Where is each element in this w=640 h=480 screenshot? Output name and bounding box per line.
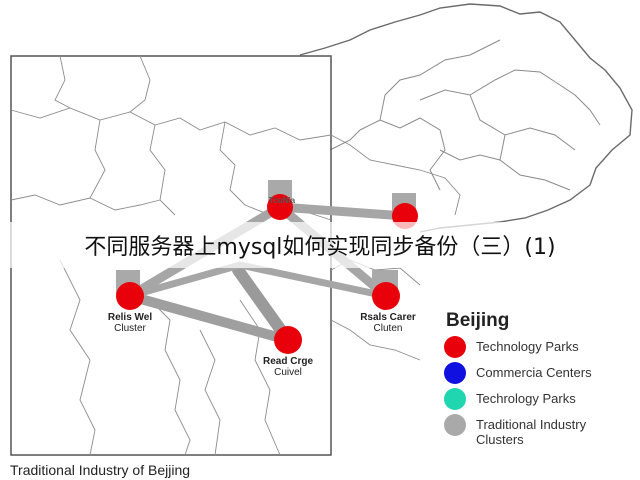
- legend-item: Technology Parks: [444, 336, 640, 358]
- map-legend: Beijing Technology Parks Commercia Cente…: [444, 310, 640, 451]
- cluster-label-line1: Rsals Carer: [360, 312, 416, 323]
- marker-east[interactable]: [372, 282, 400, 310]
- cluster-label-west: Relis Wel Cluster: [80, 312, 180, 334]
- link-west-south: [125, 291, 293, 345]
- title-banner: 不同服务器上mysql如何实现同步备份（三）(1): [0, 222, 640, 268]
- cluster-label-line2: Cluten: [373, 323, 403, 334]
- link-west-mid: [126, 261, 244, 300]
- cluster-label-line1: Read Crge: [262, 356, 313, 367]
- legend-item: Traditional Industry Clusters: [444, 414, 640, 447]
- legend-item: Techrology Parks: [444, 388, 640, 410]
- legend-swatch-red: [444, 336, 466, 358]
- district-lines: [10, 55, 332, 456]
- legend-item-label: Commercia Centers: [476, 365, 592, 380]
- cluster-label-east: Rsals Carer Cluten: [338, 312, 438, 334]
- legend-item-label: Traditional Industry Clusters: [476, 417, 587, 447]
- cluster-label-line2: Cluster: [114, 323, 146, 334]
- link-north-south: [232, 264, 294, 346]
- map-caption: Traditional Industry of Bejjing: [10, 462, 191, 478]
- cluster-label-line1: Relis Wel: [107, 312, 153, 323]
- cluster-label-south: Read Crge Cuivel: [238, 356, 338, 378]
- legend-swatch-grey: [444, 414, 466, 436]
- cluster-label-line1: TcuNia: [268, 196, 296, 205]
- marker-south[interactable]: [274, 326, 302, 354]
- legend-swatch-blue: [444, 362, 466, 384]
- legend-item: Commercia Centers: [444, 362, 640, 384]
- marker-north[interactable]: [267, 194, 293, 220]
- region-outline-east: [329, 39, 601, 191]
- banner-title: 不同服务器上mysql如何实现同步备份（三）(1): [84, 235, 556, 260]
- marker-west[interactable]: [116, 282, 144, 310]
- legend-title: Beijing: [446, 310, 510, 331]
- link-north-east: [275, 202, 410, 221]
- legend-swatch-teal: [444, 388, 466, 410]
- legend-item-label: Technology Parks: [476, 339, 579, 354]
- region-outline: [299, 3, 633, 233]
- link-mid-east: [236, 261, 390, 300]
- cluster-label-north: TcuNia: [262, 195, 302, 206]
- legend-item-label: Techrology Parks: [476, 391, 576, 406]
- cluster-label-line2: Cuivel: [274, 367, 302, 378]
